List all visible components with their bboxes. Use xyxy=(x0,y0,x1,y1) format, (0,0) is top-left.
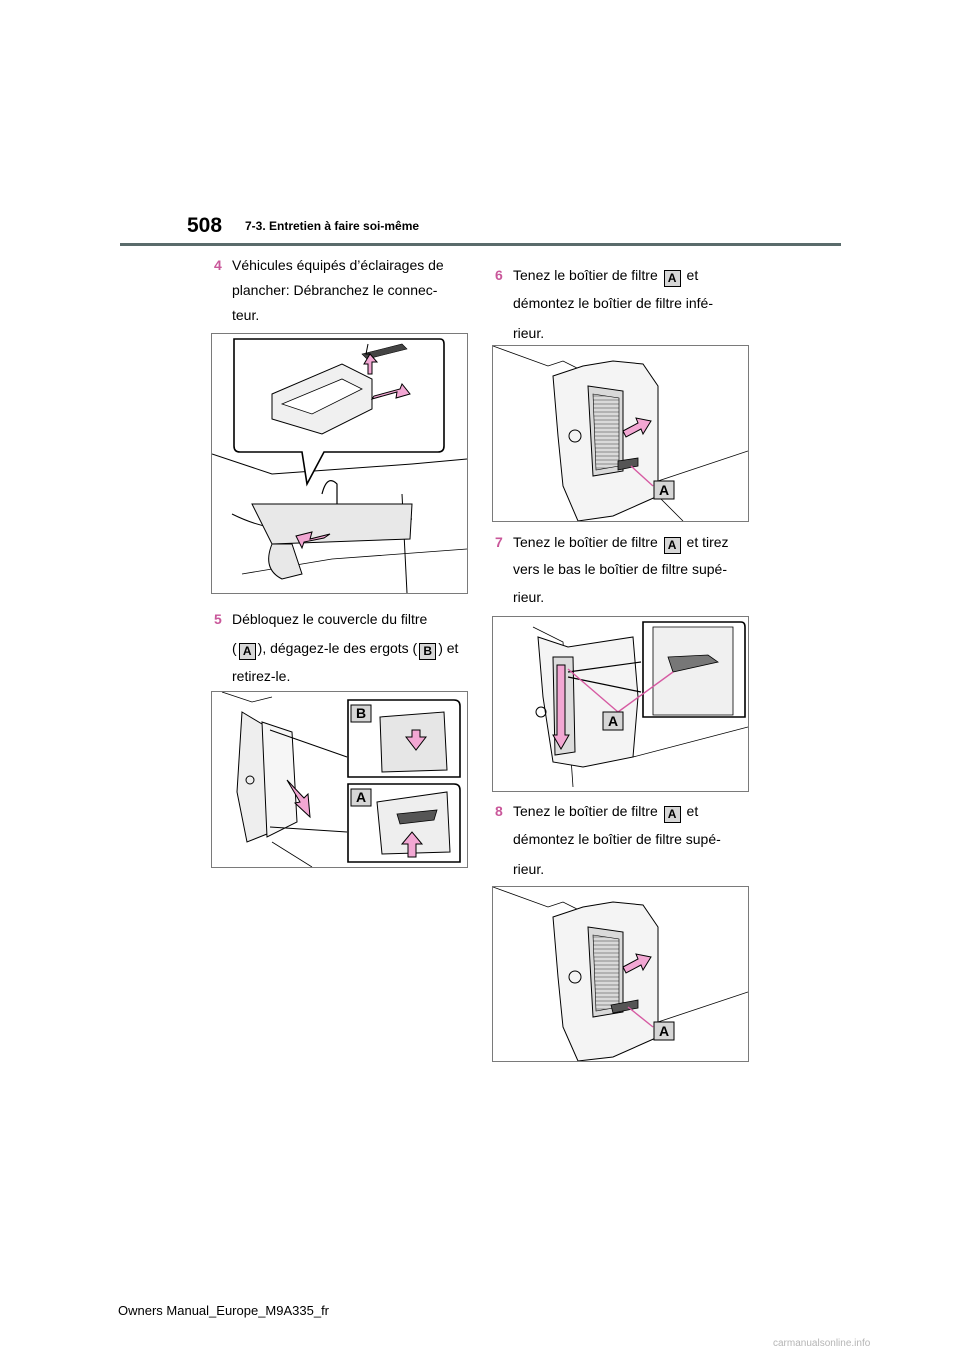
label-b-badge: B xyxy=(419,643,437,660)
step-text: et tirez xyxy=(686,534,729,550)
step-text: et xyxy=(686,267,699,283)
step-number: 8 xyxy=(495,803,503,819)
step-text: Tenez le boîtier de filtre xyxy=(513,534,658,550)
label-a: A xyxy=(659,482,669,498)
step-text: démontez le boîtier de filtre supé- xyxy=(513,831,721,847)
step-text: Véhicules équipés d’éclairages de xyxy=(232,257,444,273)
step-text: Débloquez le couvercle du filtre xyxy=(232,611,428,627)
page-number: 508 xyxy=(187,214,223,237)
step-text: et xyxy=(686,803,699,819)
step-number: 4 xyxy=(214,257,222,273)
step-text: rieur. xyxy=(513,589,545,605)
label-a-badge: A xyxy=(663,806,681,823)
label-a-badge: A xyxy=(663,537,681,554)
step-text: Tenez le boîtier de filtre xyxy=(513,267,658,283)
footer-text: Owners Manual_Europe_M9A335_fr xyxy=(118,1303,330,1318)
label-a: A xyxy=(356,789,366,805)
step-6: 6 Tenez le boîtier de filtre A et démonte… xyxy=(495,262,713,348)
figure-upper-filter-case-remove: A xyxy=(492,886,749,1062)
step-number: 6 xyxy=(495,267,503,283)
header-rule xyxy=(120,243,841,246)
figure-upper-filter-case-pull: A xyxy=(492,616,749,792)
step-number: 5 xyxy=(214,611,222,627)
step-text: rieur. xyxy=(513,325,545,341)
step-7: 7 Tenez le boîtier de filtre A et tirez v… xyxy=(495,529,729,611)
figure-lower-filter-case: A xyxy=(492,345,749,522)
step-text: rieur. xyxy=(513,861,545,877)
step-text: ( xyxy=(232,640,237,656)
label-a-badge: A xyxy=(238,643,256,660)
watermark: carmanualsonline.info xyxy=(773,1338,871,1349)
section-title: 7-3. Entretien à faire soi-même xyxy=(245,219,420,233)
step-4: 4 Véhicules équipés d’éclairages de planc… xyxy=(214,253,444,328)
figure-connector xyxy=(211,333,468,594)
step-8: 8 Tenez le boîtier de filtre A et démonte… xyxy=(495,798,721,884)
step-text: démontez le boîtier de filtre infé- xyxy=(513,295,713,311)
step-text: Tenez le boîtier de filtre xyxy=(513,803,658,819)
label-a: A xyxy=(608,713,618,729)
figure-filter-cover: B A xyxy=(211,691,468,868)
step-5: 5 Débloquez le couvercle du filtre (A), d… xyxy=(214,607,458,689)
step-text: teur. xyxy=(232,307,260,323)
step-text: ), dégagez-le des ergots ( xyxy=(257,640,418,656)
step-number: 7 xyxy=(495,534,503,550)
label-a-badge: A xyxy=(663,270,681,287)
step-text: retirez-le. xyxy=(232,668,291,684)
step-text: vers le bas le boîtier de filtre supé- xyxy=(513,561,727,577)
label-b: B xyxy=(356,705,366,721)
step-text: plancher: Débranchez le connec- xyxy=(232,282,438,298)
label-a: A xyxy=(659,1023,669,1039)
step-text: ) et xyxy=(438,640,459,656)
